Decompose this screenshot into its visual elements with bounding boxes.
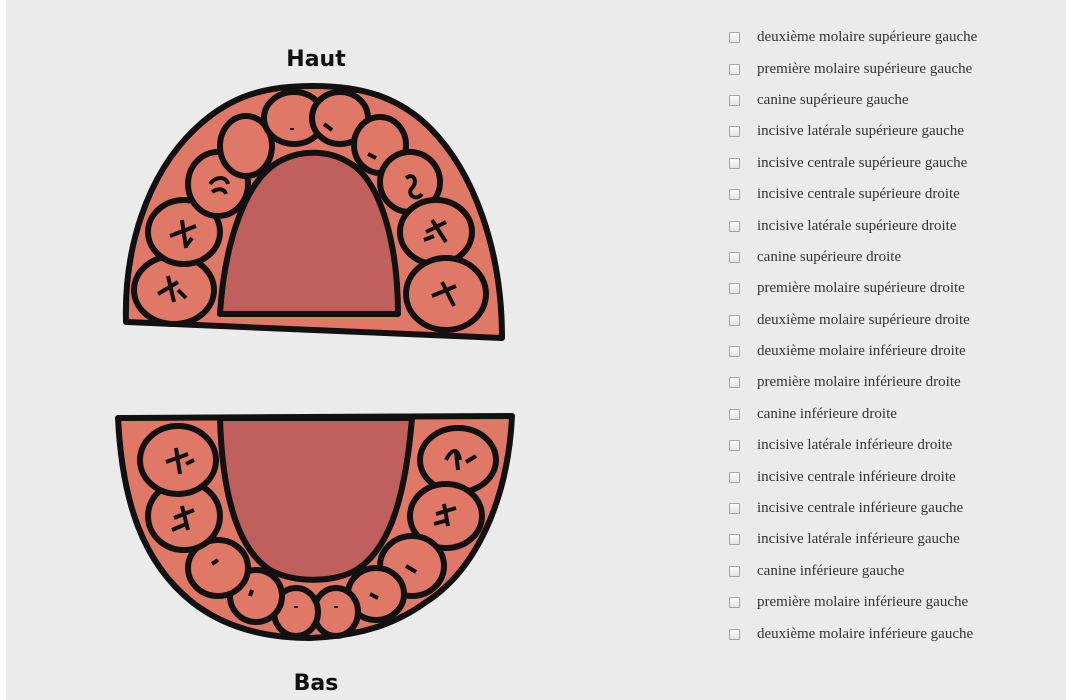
tooth-checkbox[interactable] xyxy=(729,534,740,545)
tooth-checkbox[interactable] xyxy=(729,597,740,608)
tooth-checkbox-label[interactable]: incisive latérale inférieure droite xyxy=(757,437,952,454)
tooth-checkbox[interactable] xyxy=(729,440,740,451)
tooth-checkbox-label[interactable]: incisive centrale inférieure gauche xyxy=(757,500,963,517)
tooth-checkbox[interactable] xyxy=(729,95,740,106)
checklist-item[interactable]: incisive latérale inférieure gauche xyxy=(726,524,977,555)
tooth-checkbox-label[interactable]: incisive latérale supérieure droite xyxy=(757,218,957,235)
tooth-checkbox[interactable] xyxy=(729,158,740,169)
checklist-item[interactable]: canine inférieure droite xyxy=(726,399,977,430)
tooth-checkbox[interactable] xyxy=(729,377,740,388)
checklist-item[interactable]: incisive centrale supérieure gauche xyxy=(726,148,977,179)
tooth-checkbox-label[interactable]: première molaire inférieure droite xyxy=(757,374,961,391)
upper-arch xyxy=(126,86,502,338)
tooth-checkbox-label[interactable]: première molaire supérieure droite xyxy=(757,280,965,297)
main-panel: Haut Bas deuxième molaire supérieure gau… xyxy=(6,0,1066,700)
tooth-upper-right-first-molar[interactable] xyxy=(400,200,472,264)
bottom-label: Bas xyxy=(294,671,339,696)
tooth-checkbox-label[interactable]: incisive latérale supérieure gauche xyxy=(757,123,964,140)
tooth-checkbox-label[interactable]: deuxième molaire inférieure droite xyxy=(757,343,966,360)
checklist-item[interactable]: deuxième molaire inférieure gauche xyxy=(726,618,977,649)
checklist-item[interactable]: première molaire supérieure gauche xyxy=(726,53,977,84)
checklist-item[interactable]: deuxième molaire inférieure droite xyxy=(726,336,977,367)
tooth-checkbox-label[interactable]: deuxième molaire inférieure gauche xyxy=(757,626,973,643)
teeth-checklist: deuxième molaire supérieure gauche premiè… xyxy=(726,22,977,650)
tooth-checkbox-label[interactable]: incisive centrale supérieure droite xyxy=(757,186,960,203)
tooth-checkbox-label[interactable]: canine inférieure gauche xyxy=(757,563,904,580)
tooth-checkbox-label[interactable]: incisive centrale supérieure gauche xyxy=(757,155,967,172)
checklist-item[interactable]: deuxième molaire supérieure gauche xyxy=(726,22,977,53)
tooth-checkbox[interactable] xyxy=(729,32,740,43)
tooth-checkbox[interactable] xyxy=(729,126,740,137)
checklist-item[interactable]: incisive latérale supérieure gauche xyxy=(726,116,977,147)
checklist-item[interactable]: incisive latérale supérieure droite xyxy=(726,210,977,241)
checklist-item[interactable]: première molaire inférieure droite xyxy=(726,367,977,398)
tooth-checkbox-label[interactable]: incisive latérale inférieure gauche xyxy=(757,531,960,548)
top-label: Haut xyxy=(286,47,346,72)
tooth-checkbox-label[interactable]: deuxième molaire supérieure droite xyxy=(757,312,970,329)
tooth-checkbox-label[interactable]: canine inférieure droite xyxy=(757,406,897,423)
tooth-checkbox[interactable] xyxy=(729,409,740,420)
tooth-checkbox-label[interactable]: incisive centrale inférieure droite xyxy=(757,469,956,486)
dental-chart: Haut Bas xyxy=(6,0,706,700)
tooth-checkbox[interactable] xyxy=(729,189,740,200)
tooth-checkbox-label[interactable]: première molaire inférieure gauche xyxy=(757,594,968,611)
checklist-item[interactable]: incisive latérale inférieure droite xyxy=(726,430,977,461)
tooth-checkbox[interactable] xyxy=(729,503,740,514)
tooth-checkbox-label[interactable]: canine supérieure gauche xyxy=(757,92,909,109)
tooth-checkbox[interactable] xyxy=(729,283,740,294)
lower-arch xyxy=(118,416,512,638)
tooth-checkbox[interactable] xyxy=(729,346,740,357)
tooth-checkbox[interactable] xyxy=(729,221,740,232)
checklist-item[interactable]: canine inférieure gauche xyxy=(726,556,977,587)
tooth-checkbox[interactable] xyxy=(729,472,740,483)
checklist-item[interactable]: incisive centrale inférieure gauche xyxy=(726,493,977,524)
tooth-checkbox[interactable] xyxy=(729,566,740,577)
checklist-item[interactable]: première molaire inférieure gauche xyxy=(726,587,977,618)
checklist-item[interactable]: canine supérieure gauche xyxy=(726,85,977,116)
checklist-item[interactable]: première molaire supérieure droite xyxy=(726,273,977,304)
checklist-item[interactable]: deuxième molaire supérieure droite xyxy=(726,305,977,336)
checklist-item[interactable]: incisive centrale inférieure droite xyxy=(726,461,977,492)
checklist-item[interactable]: canine supérieure droite xyxy=(726,242,977,273)
tooth-checkbox[interactable] xyxy=(729,64,740,75)
checklist-item[interactable]: incisive centrale supérieure droite xyxy=(726,179,977,210)
tooth-checkbox-label[interactable]: canine supérieure droite xyxy=(757,249,901,266)
tooth-checkbox[interactable] xyxy=(729,629,740,640)
tooth-checkbox-label[interactable]: deuxième molaire supérieure gauche xyxy=(757,29,977,46)
tooth-checkbox[interactable] xyxy=(729,315,740,326)
tooth-checkbox[interactable] xyxy=(729,252,740,263)
tooth-upper-left-second-molar[interactable] xyxy=(134,256,214,324)
tooth-checkbox-label[interactable]: première molaire supérieure gauche xyxy=(757,61,972,78)
